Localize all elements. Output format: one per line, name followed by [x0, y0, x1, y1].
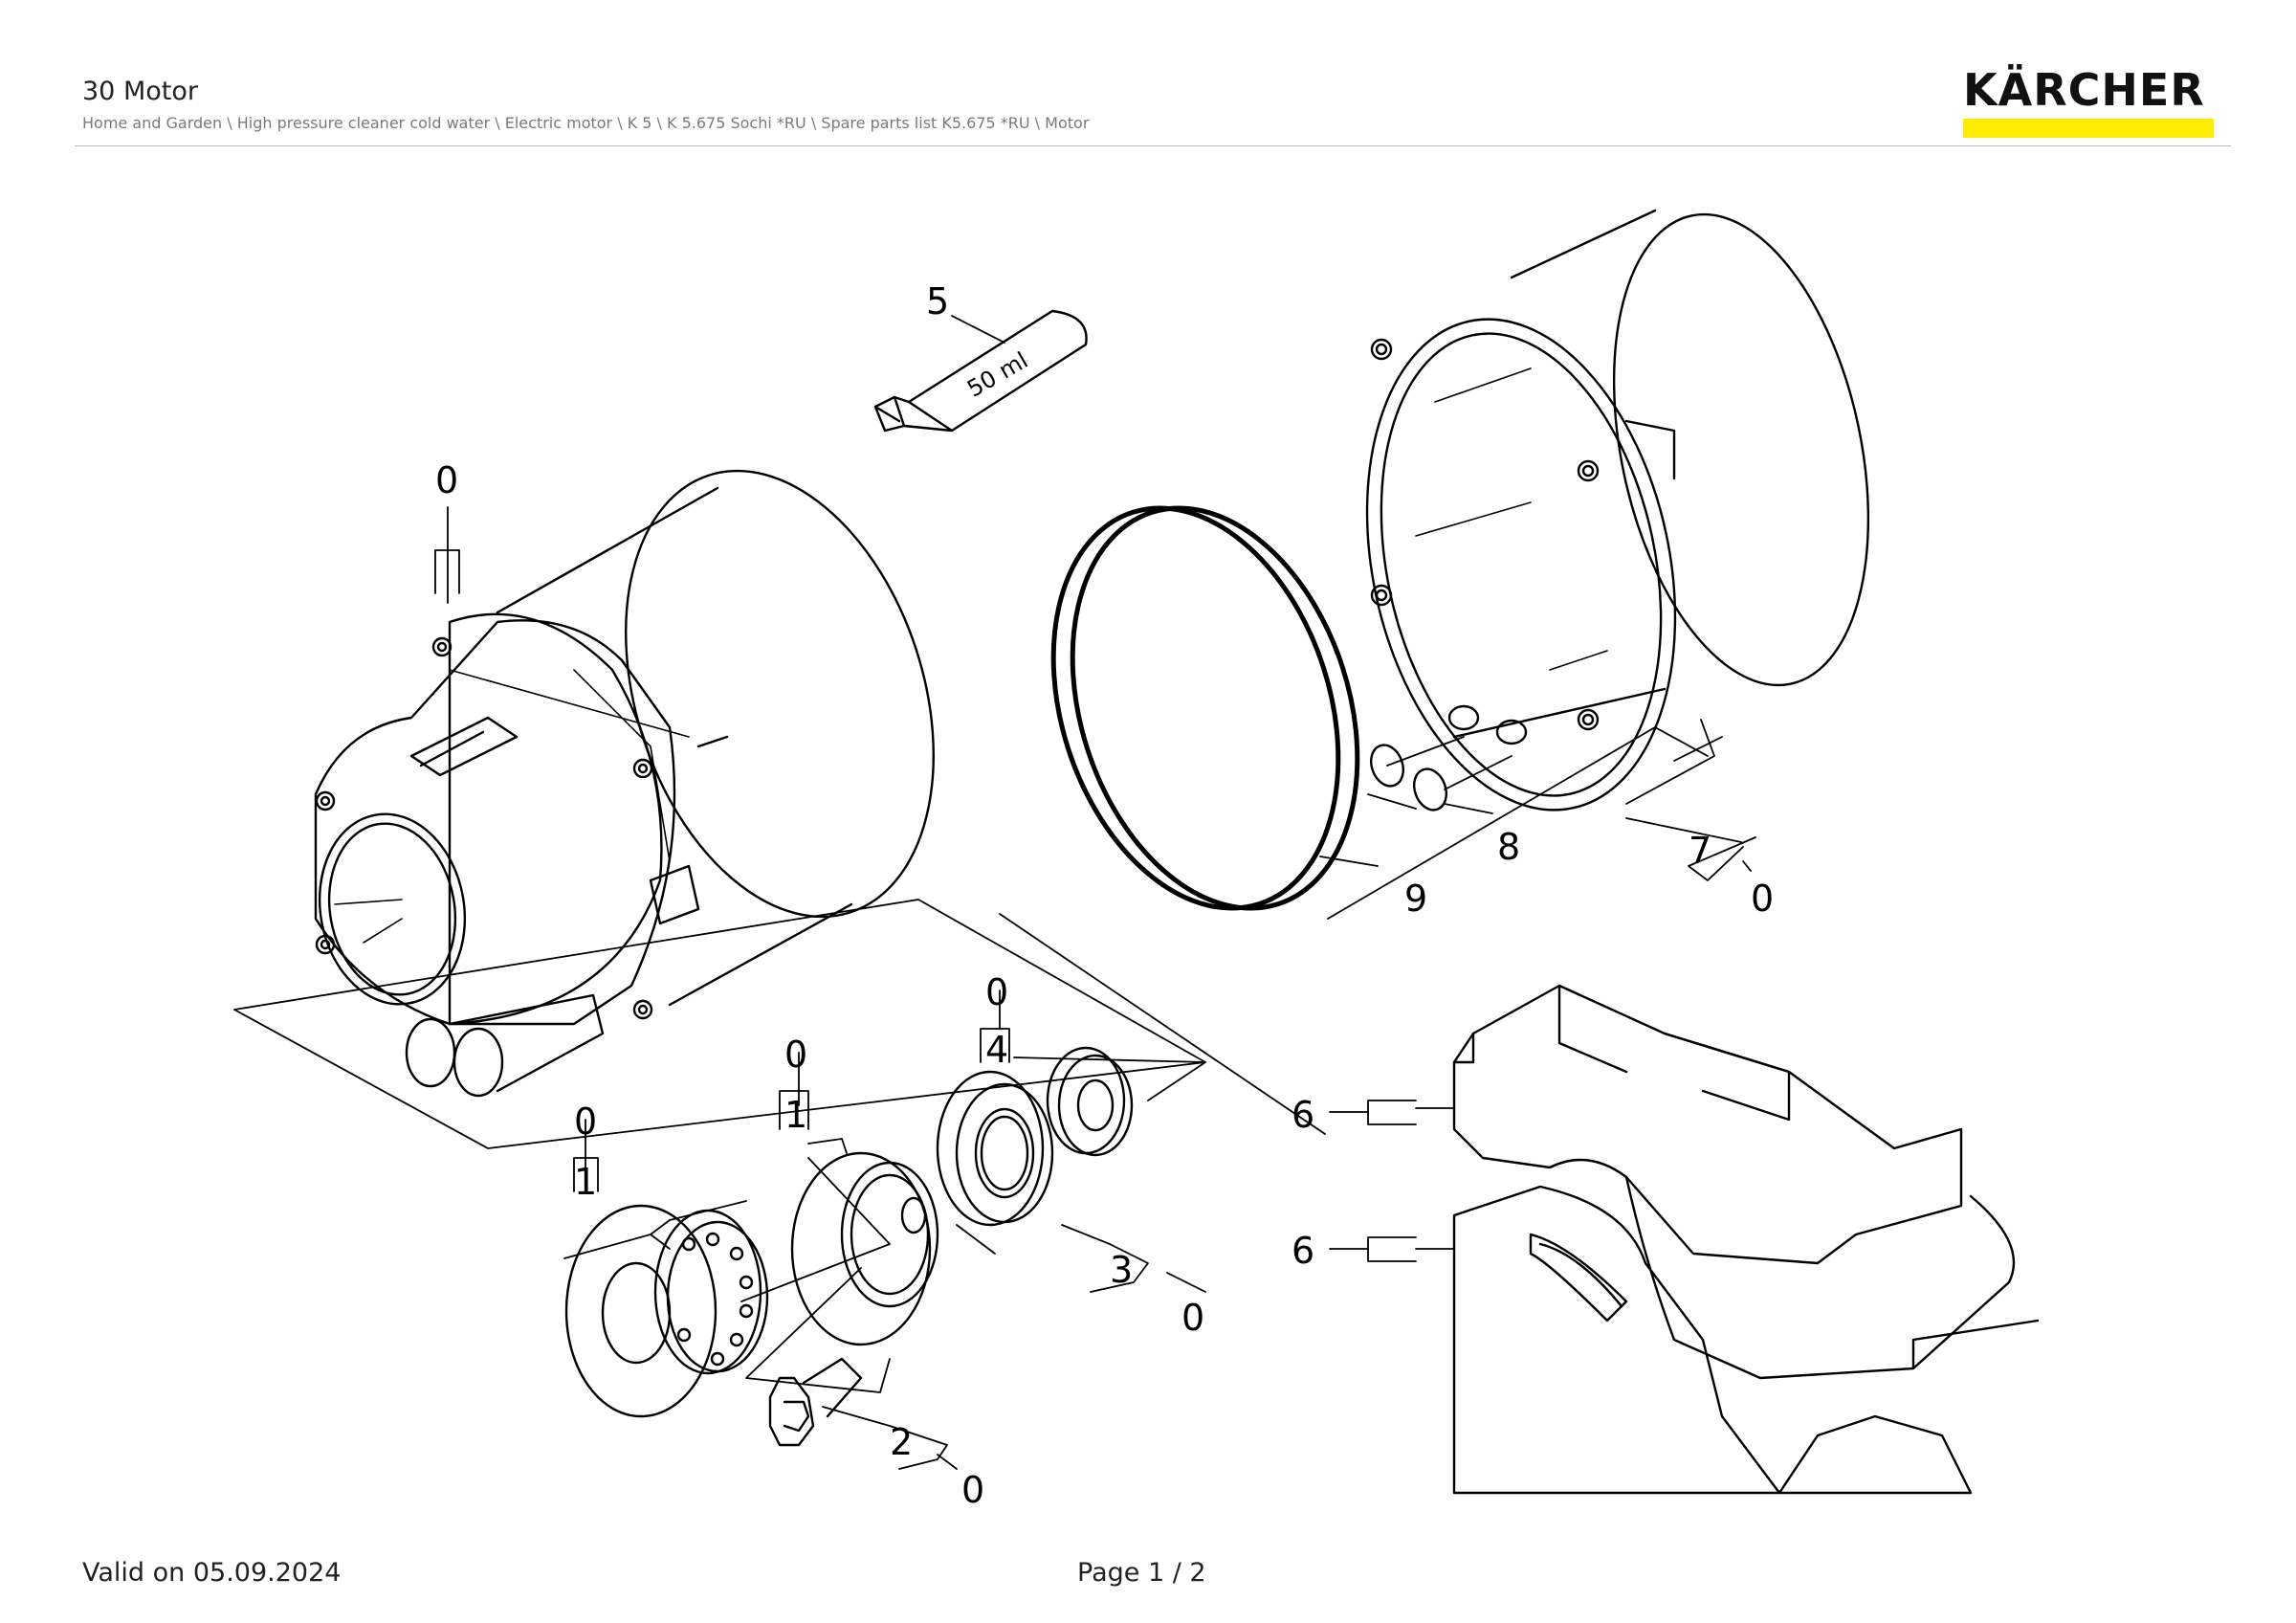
ball-bearing [936, 1070, 1054, 1227]
motor-cover [1365, 209, 1870, 812]
motor-holder-bottom [1452, 1185, 1973, 1495]
callout-9: 9 [1404, 878, 1427, 920]
bolt [768, 1357, 863, 1447]
brand-logo-text: KÄRCHER [1963, 64, 2205, 116]
callout-7: 7 [1689, 830, 1711, 872]
callout-0-3: 0 [1181, 1297, 1204, 1339]
brand-logo: KÄRCHER [1963, 67, 2214, 138]
document-header: 30 Motor Home and Garden \ High pressure… [82, 77, 2225, 132]
exploded-parts-drawing: 50 ml [233, 209, 2040, 1511]
callout-4-seal: 4 [985, 1029, 1008, 1071]
breadcrumb: Home and Garden \ High pressure cleaner … [82, 114, 1090, 132]
page-title: 30 Motor [82, 77, 198, 106]
callout-0-cup: 0 [784, 1034, 807, 1076]
grease-tube: 50 ml [873, 309, 1088, 433]
callout-2: 2 [890, 1421, 913, 1463]
callout-3: 3 [1110, 1249, 1133, 1291]
header-divider [75, 145, 2231, 146]
motor-holder-top [1452, 984, 2040, 1380]
callout-0-seal: 0 [985, 971, 1008, 1013]
callout-8: 8 [1497, 826, 1520, 868]
valid-date: Valid on 05.09.2024 [82, 1558, 342, 1588]
small-o-rings [1369, 744, 1448, 812]
page-number: Page 1 / 2 [1077, 1558, 1206, 1588]
callout-1-washer: 1 [574, 1161, 597, 1203]
callout-6-bottom: 6 [1292, 1230, 1314, 1272]
callout-numbers: 5 0 0 4 0 1 0 1 3 0 2 0 6 6 8 9 7 0 [435, 280, 1774, 1511]
shaft-seal [1046, 1046, 1134, 1157]
tube-volume-label: 50 ml [962, 346, 1032, 402]
callout-0-2: 0 [961, 1469, 984, 1511]
callout-0-7: 0 [1751, 878, 1774, 920]
o-rings [1050, 505, 1360, 911]
callout-5: 5 [926, 280, 949, 322]
callout-6-top: 6 [1292, 1094, 1314, 1136]
motor-housing [314, 469, 935, 1098]
callout-lines [233, 506, 1326, 1149]
callout-1-cup: 1 [784, 1094, 807, 1136]
brand-logo-bar [1963, 119, 2214, 138]
bearing-washer [564, 1204, 769, 1418]
callout-0-housing: 0 [435, 459, 458, 501]
bearing-cup [790, 1151, 939, 1346]
callout-0-washer: 0 [574, 1101, 597, 1143]
